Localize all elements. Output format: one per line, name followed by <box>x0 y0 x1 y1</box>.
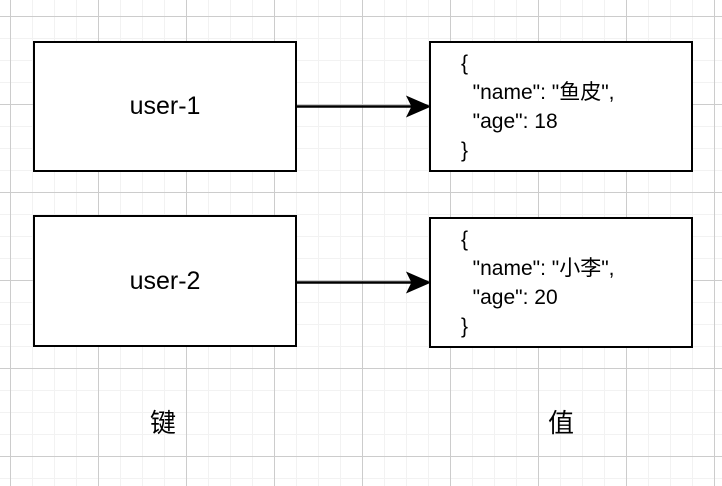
key-node-label: user-2 <box>129 266 201 295</box>
value-node-user-2[interactable]: { "name": "小李", "age": 20 } <box>429 217 693 348</box>
key-node-user-2[interactable]: user-2 <box>33 215 297 347</box>
key-column-label: 键 <box>149 408 177 438</box>
arrow-user-2-to-value[interactable] <box>297 271 432 294</box>
arrow-user-1-to-value[interactable] <box>297 95 432 118</box>
value-node-user-1[interactable]: { "name": "鱼皮", "age": 18 } <box>429 41 693 172</box>
json-line: } <box>461 138 469 162</box>
json-line: { <box>461 51 469 75</box>
json-line: "age": 18 <box>461 109 558 133</box>
json-line: "age": 20 <box>461 285 558 309</box>
value-column-label: 值 <box>547 408 575 438</box>
json-line: "name": "小李", <box>461 256 615 280</box>
json-line: { <box>461 227 469 251</box>
key-node-user-1[interactable]: user-1 <box>33 41 297 172</box>
json-line: "name": "鱼皮", <box>461 80 615 104</box>
key-node-label: user-1 <box>129 92 201 120</box>
json-line: } <box>461 314 469 338</box>
